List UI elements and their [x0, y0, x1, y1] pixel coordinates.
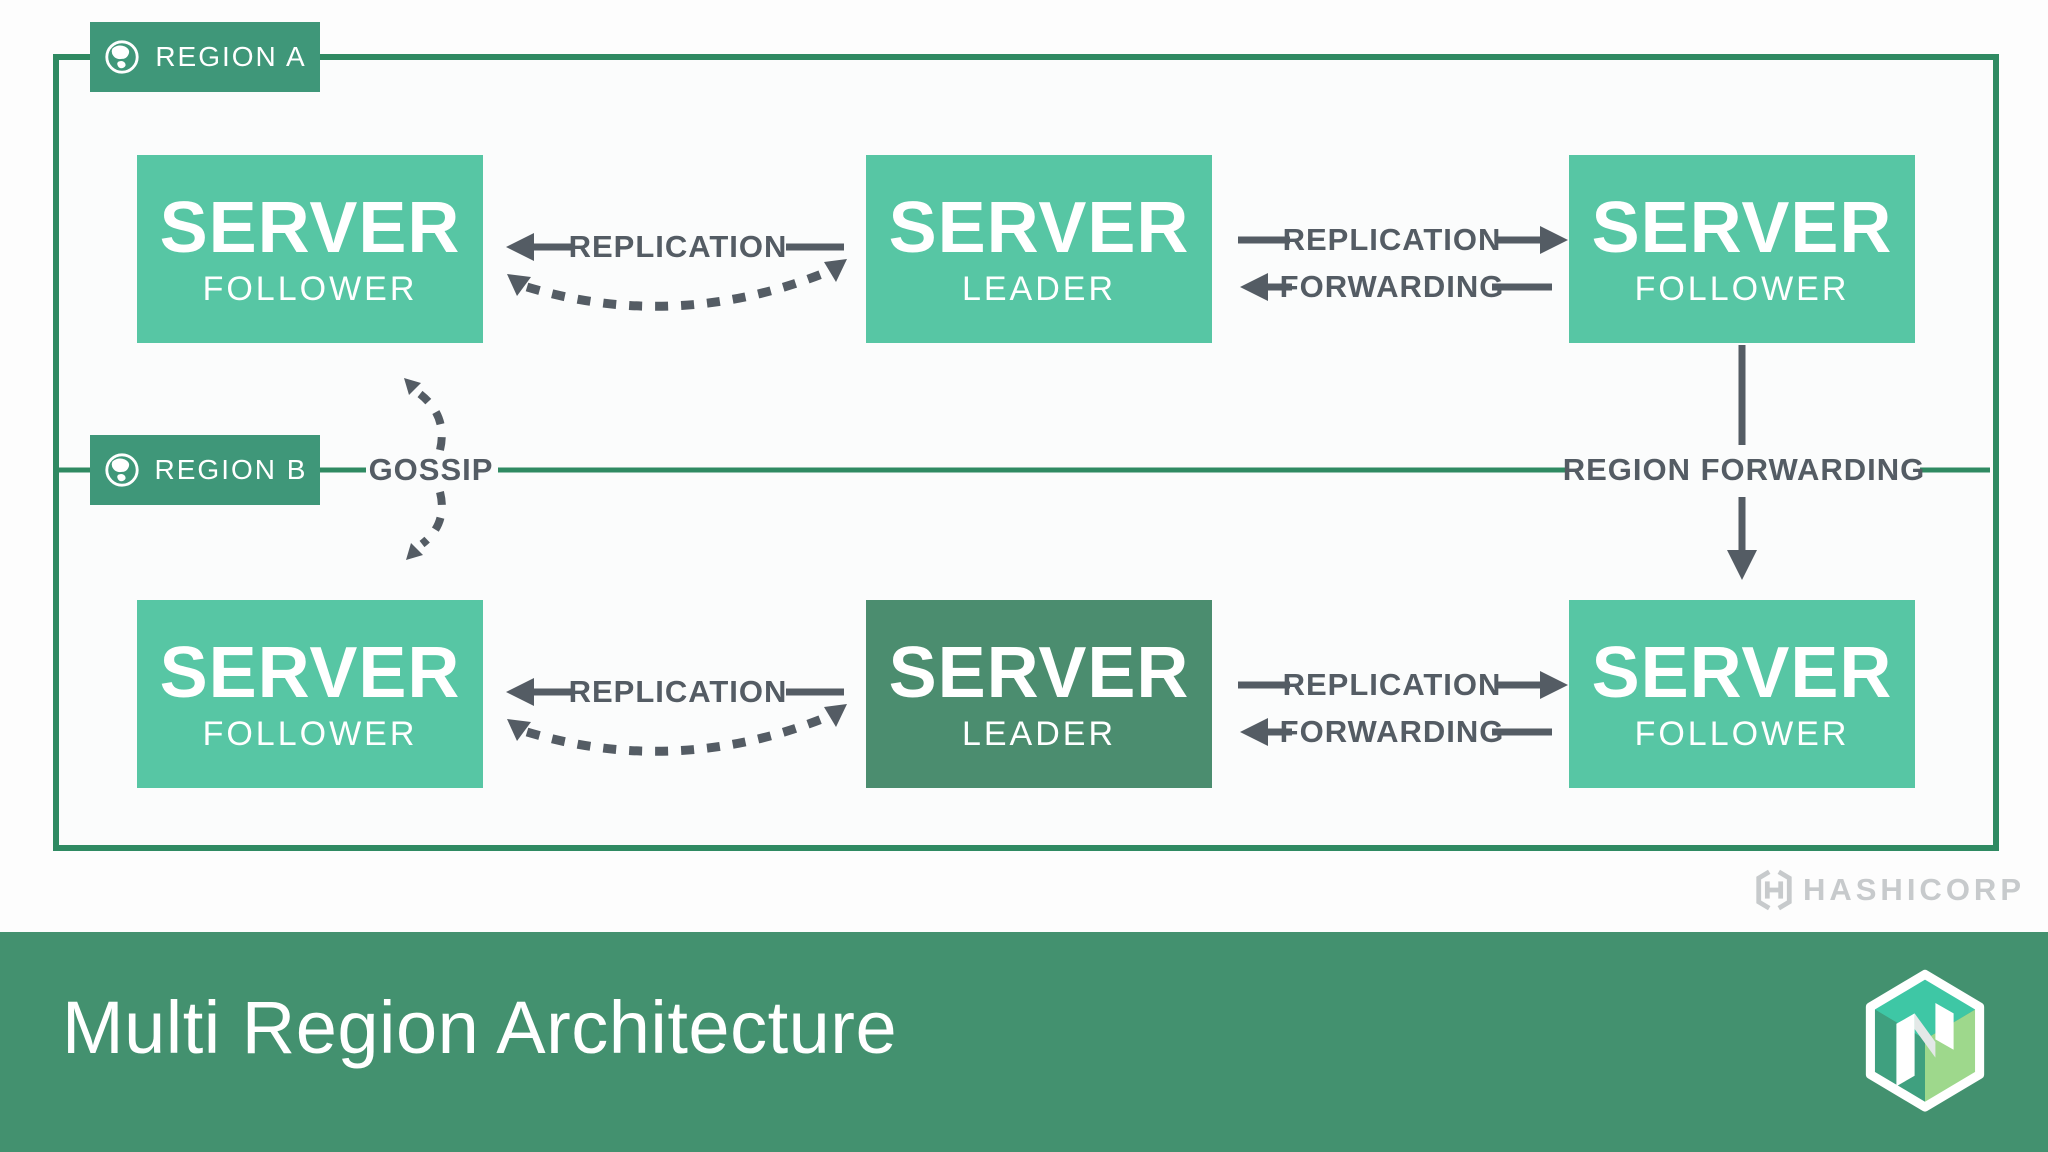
server-title: SERVER — [1591, 188, 1893, 268]
globe-icon — [105, 40, 139, 74]
server-box-b-follower-left: SERVER FOLLOWER — [137, 600, 483, 788]
server-box-b-follower-right: SERVER FOLLOWER — [1569, 600, 1915, 788]
server-role: FOLLOWER — [202, 270, 418, 308]
server-role: LEADER — [961, 715, 1117, 753]
gossip-label: GOSSIP — [368, 452, 494, 487]
region-b-label: REGION B — [154, 454, 308, 485]
server-box-a-leader: SERVER LEADER — [866, 155, 1212, 343]
hashicorp-h-icon — [1756, 869, 1792, 911]
architecture-diagram: REGION A REGION B SERVER FOLLOWER SERVER… — [53, 22, 2025, 912]
hashicorp-logo: HASHICORP — [1753, 868, 2025, 912]
region-a-badge: REGION A — [90, 22, 320, 92]
footer-bar: Multi Region Architecture — [0, 932, 2048, 1152]
replication-label: REPLICATION — [568, 229, 788, 264]
server-role: FOLLOWER — [1634, 715, 1850, 753]
server-title: SERVER — [159, 633, 461, 713]
forwarding-label: FORWARDING — [1279, 269, 1505, 304]
server-title: SERVER — [159, 188, 461, 268]
nomad-cube-icon — [1865, 969, 1985, 1112]
replication-label: REPLICATION — [1282, 667, 1502, 702]
replication-label: REPLICATION — [568, 674, 788, 709]
replication-label: REPLICATION — [1282, 222, 1502, 257]
server-role: LEADER — [961, 270, 1117, 308]
server-role: FOLLOWER — [1634, 270, 1850, 308]
region-b-badge: REGION B — [90, 435, 320, 505]
forwarding-label: FORWARDING — [1279, 714, 1505, 749]
server-box-a-follower-right: SERVER FOLLOWER — [1569, 155, 1915, 343]
server-box-b-leader: SERVER LEADER — [866, 600, 1212, 788]
server-title: SERVER — [1591, 633, 1893, 713]
server-role: FOLLOWER — [202, 715, 418, 753]
server-title: SERVER — [888, 633, 1190, 713]
page-title: Multi Region Architecture — [62, 985, 898, 1069]
server-title: SERVER — [888, 188, 1190, 268]
hashicorp-wordmark: HASHICORP — [1802, 872, 2025, 907]
region-forwarding-label: REGION FORWARDING — [1562, 452, 1926, 487]
globe-icon — [104, 453, 139, 487]
server-box-a-follower-left: SERVER FOLLOWER — [137, 155, 483, 343]
region-a-label: REGION A — [155, 41, 307, 72]
